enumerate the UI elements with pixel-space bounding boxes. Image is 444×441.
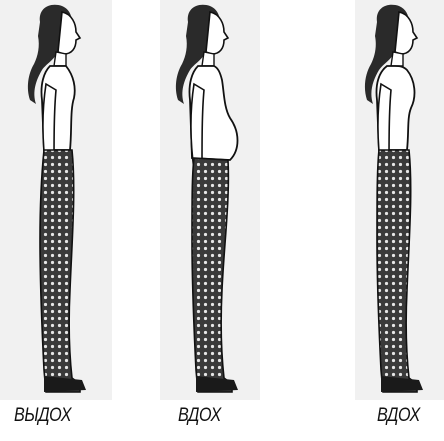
figure-inhale-belly: ВДОХ	[160, 0, 260, 441]
woman-inhale-chest-figure	[355, 0, 444, 400]
caption-inhale-belly: ВДОХ	[178, 405, 221, 427]
figure-inhale-chest: ВДОХ	[355, 0, 444, 441]
figure-exhale: ВЫДОХ	[0, 0, 112, 441]
caption-inhale-chest: ВДОХ	[377, 405, 420, 427]
caption-exhale: ВЫДОХ	[14, 405, 71, 427]
woman-inhale-belly-figure	[160, 0, 260, 400]
woman-exhale-figure	[0, 0, 112, 400]
